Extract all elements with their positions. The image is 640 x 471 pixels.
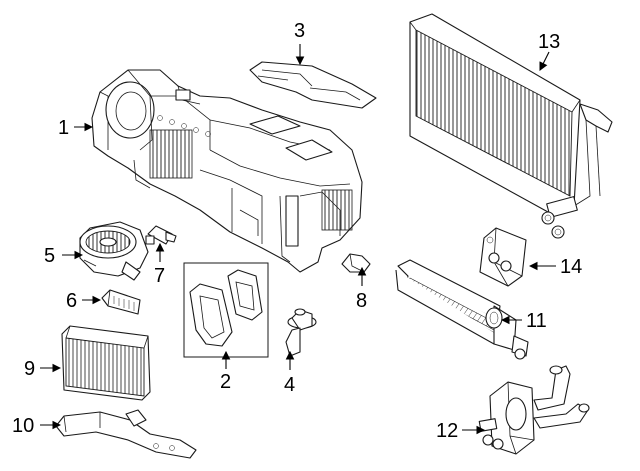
leader-lines: [40, 44, 556, 435]
callout-11: 11: [526, 310, 547, 332]
callout-3: 3: [294, 20, 305, 42]
air-duct-drawing: [55, 409, 197, 459]
blower-resistor-drawing: [101, 289, 141, 315]
callout-1: 1: [58, 117, 69, 139]
callout-12: 12: [436, 420, 458, 442]
leader-13: [539, 51, 550, 71]
callout-13: 13: [538, 31, 560, 53]
blower-motor-drawing: [79, 221, 149, 281]
heater-core-drawing: [395, 259, 529, 360]
aux-heater-drawing: [478, 365, 590, 455]
hvac-housing-drawing: [91, 69, 363, 273]
actuator-drawing: [285, 308, 317, 357]
callout-7: 7: [154, 265, 165, 287]
callout-5: 5: [44, 245, 55, 267]
sensor-drawing: [145, 225, 177, 245]
air-filter-drawing: [61, 325, 151, 401]
evaporator-core-drawing: [409, 13, 613, 239]
callout-4: 4: [284, 374, 295, 396]
callout-2: 2: [220, 371, 231, 393]
expansion-valve-drawing: [479, 227, 527, 287]
callout-8: 8: [356, 290, 367, 312]
callout-6: 6: [66, 290, 77, 312]
seal-kit-drawing: [183, 262, 269, 358]
clip-cover-drawing: [341, 253, 371, 273]
callout-labels: 1 2 3 4 5 6 7 8 9 10 11 12 13 14: [12, 20, 582, 442]
callout-10: 10: [12, 415, 34, 437]
seal-frame-drawing: [249, 61, 377, 109]
callout-9: 9: [24, 358, 35, 380]
callout-14: 14: [560, 256, 582, 278]
